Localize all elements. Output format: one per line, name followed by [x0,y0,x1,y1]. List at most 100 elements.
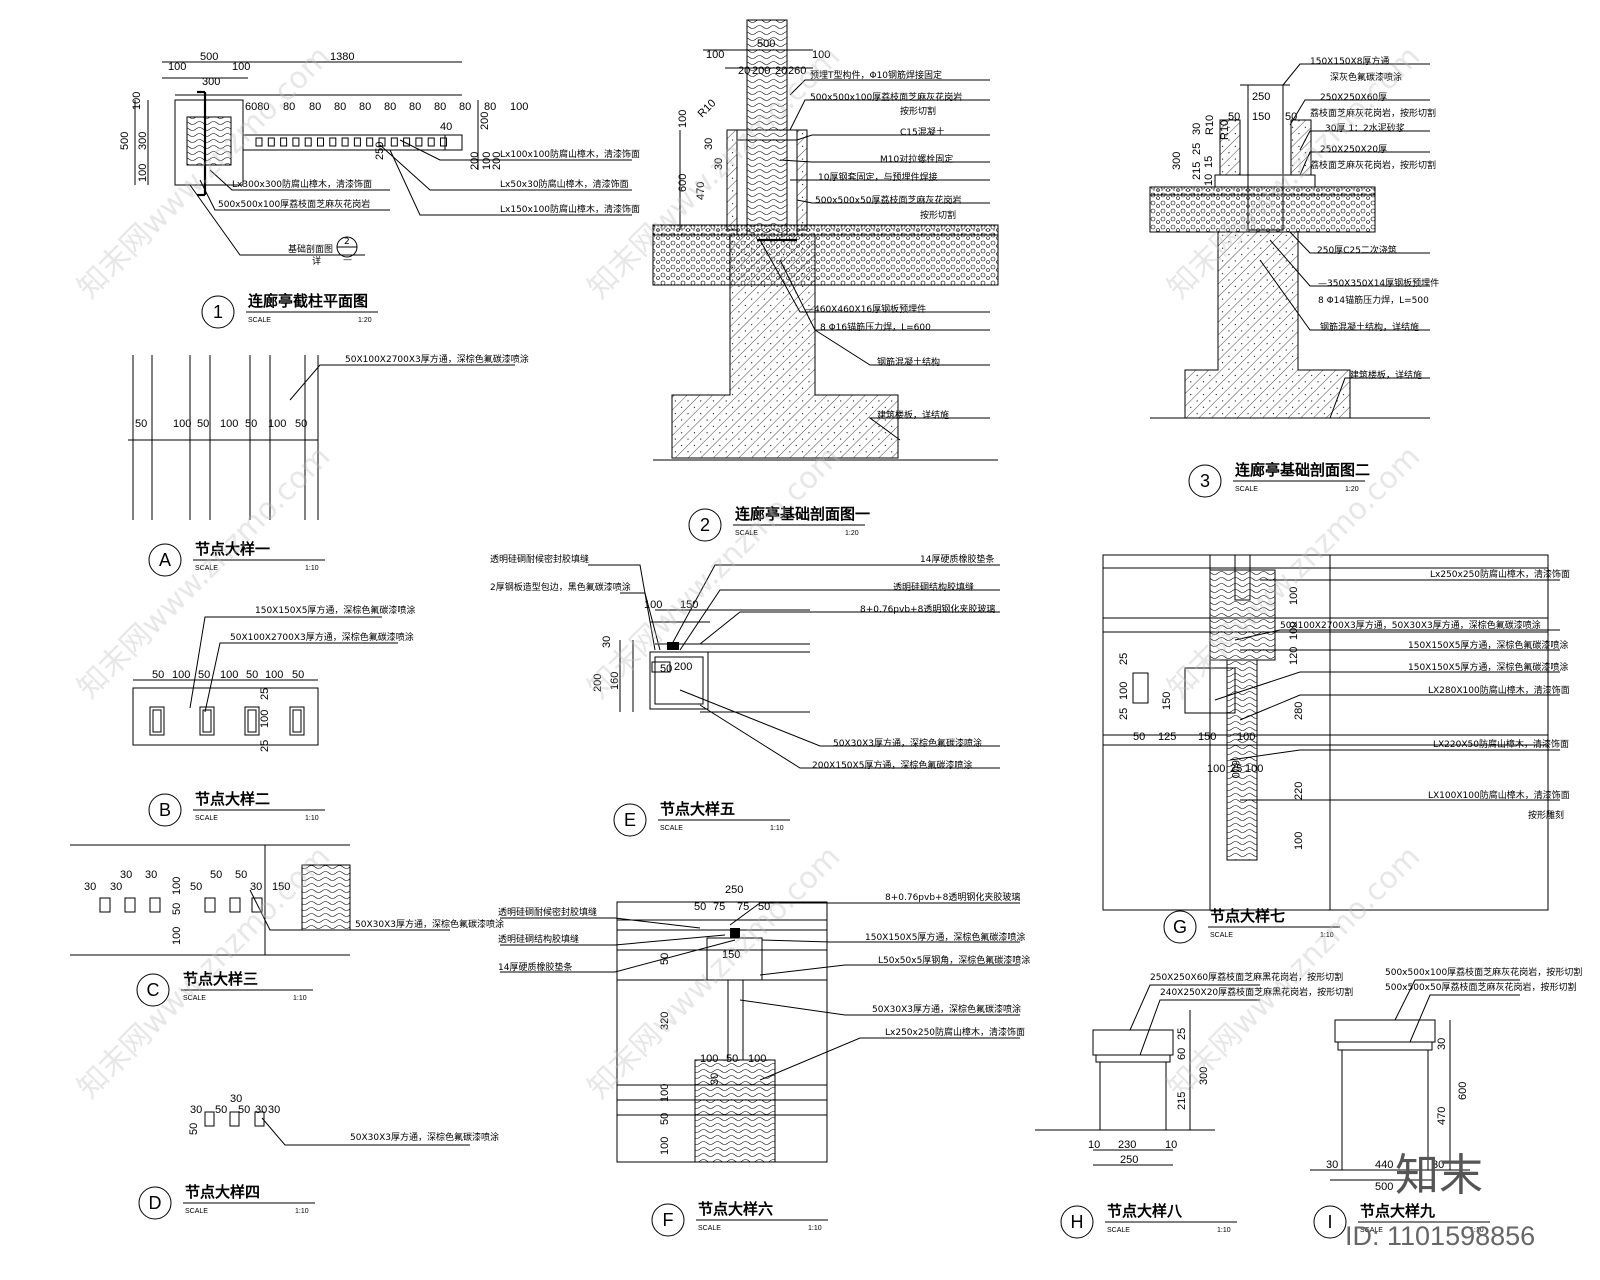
ve-scale: 1:10 [770,825,784,832]
v1-member [390,137,398,147]
ve-dim-2: 30 [601,636,613,648]
vi-dim-0: 30 [1326,1159,1338,1171]
watermark-text: 知末网www.znzmo.com [71,439,337,705]
vg-dim-10: 100 [1245,763,1263,775]
vf-dim-8: 100 [700,1053,718,1065]
vg-dim-15: 220 [1293,782,1305,800]
vc-dim-9: 50 [171,903,183,915]
vc-dim-4: 50 [210,869,222,881]
v2-tag: 2 [700,515,710,535]
vb-scale-label: SCALE [195,815,218,822]
vd-dim-1: 50 [215,1104,227,1116]
v1-note-6: 2 [344,237,350,247]
vg-dim-3: 25 [1118,708,1130,720]
v1-dim-40: 40 [440,121,452,133]
vh-scale-label: SCALE [1107,1227,1130,1234]
v1-dim-80-2: 80 [309,101,321,113]
vg-dim-6: 150 [1198,731,1216,743]
v2-scale: 1:20 [845,530,859,537]
va-title: 节点大样一 [195,540,270,558]
v3-dim-250: 250 [1252,91,1270,103]
view-c-detail: 30 30 30 30 50 50 50 30 100 50 100 150 5… [70,844,504,956]
vf-scale: 1:10 [808,1225,822,1232]
v1-member [255,137,263,147]
vd-dim-5: 30 [268,1104,280,1116]
vd-title: 节点大样四 [185,1183,260,1201]
vg-scale: 1:10 [1320,932,1334,939]
v1-note-8: — [343,255,352,265]
vi-dim-4: 30 [1436,1038,1448,1050]
vh-note-1: 240X250X20厚荔枝面芝麻黑花岗岩，按形切割 [1160,986,1353,998]
vf-note-7: Lx250x250防腐山樟木，清漆饰面 [885,1026,1025,1038]
vb-note-0: 150X150X5厚方通，深棕色氟碳漆喷涂 [255,604,415,616]
v1-dim-6080: 6080 [245,101,269,113]
vc-dim-11: 150 [272,881,290,893]
vc-dim-10: 100 [171,927,183,945]
vb-tag: B [159,800,171,820]
v3-dim-50a: 50 [1228,111,1240,123]
vb-tube [199,706,215,736]
v1-dim-200-right: 200 [479,112,491,130]
vf-note-5: L50x50x5厚钢角，深棕色氟碳漆喷涂 [878,954,1030,966]
vb-dim-5: 100 [265,669,283,681]
vb-dim-8: 100 [259,710,271,728]
vc-dim-1: 30 [120,869,132,881]
vf-title-circle [651,1203,685,1237]
v1-dim-300: 300 [202,76,220,88]
v2-dim-30a: 30 [703,138,715,150]
v2-note-9: 8 Φ16锚筋压力焊，L=600 [820,321,931,333]
watermark-text: 知末网www.znzmo.com [581,439,847,705]
vh-dim-2: 10 [1165,1139,1177,1151]
v3-note-4: 30厚 1：2水泥砂浆 [1325,122,1405,134]
ve-title: 节点大样五 [660,800,735,818]
vc-tube [124,897,136,913]
vd-note-0: 50X30X3厚方通，深棕色氟碳漆喷涂 [350,1131,499,1143]
v2-note-6: 500x500x50厚荔枝面芝麻灰花岗岩 [815,194,961,206]
vf-dim-12: 100 [659,1084,671,1102]
v1-member [427,137,435,147]
v1-note-0: Lx100x100防腐山樟木，清漆饰面 [500,148,640,160]
v3-dim-r10a: R10 [1204,115,1216,135]
vf-dim-4: 50 [758,901,770,913]
v3-dim-50b: 50 [1285,111,1297,123]
vh-title: 节点大样八 [1107,1202,1183,1220]
vf-dim-3: 75 [737,901,749,913]
v3-note-11: 建筑楼板，详结施 [1350,369,1422,381]
v3-note-0: 150X150X8厚方通 [1310,55,1389,67]
v3-dim-150: 150 [1252,111,1270,123]
v1-note-1: Lx50x30防腐山樟木，清漆饰面 [500,178,629,190]
v1-title-circle [201,295,235,329]
vh-dim-3: 250 [1120,1154,1138,1166]
vi-dim-3: 500 [1375,1181,1393,1193]
v1-dim-100c: 100 [510,101,528,113]
vf-dim-9: 50 [726,1053,738,1065]
va-dim-5: 100 [268,418,286,430]
v3-note-8: —350X350X14厚钢板预埋件 [1318,277,1439,289]
vb-dim-1: 100 [172,669,190,681]
v1-member [378,137,386,147]
vi-dim-5: 470 [1436,1107,1448,1125]
vg-note-3: 150X150X5厚方通，深棕色氟碳漆喷涂 [1408,661,1568,673]
vc-dim-0: 30 [84,881,96,893]
vc-tube [204,897,216,913]
v1-dim-100e: 100 [481,152,493,170]
vg-dim-5: 125 [1158,731,1176,743]
vh-dim-4: 25 [1176,1028,1188,1040]
vd-tube [229,1111,240,1127]
v1-dim-80-4: 80 [359,101,371,113]
vd-dim-0: 30 [190,1104,202,1116]
vh-scale: 1:10 [1217,1227,1231,1234]
vg-title: 节点大样七 [1210,907,1285,925]
v1-member [415,137,423,147]
v2-dim-100a: 100 [706,49,724,61]
vg-dim-4: 50 [1133,731,1145,743]
va-dim-3: 100 [220,418,238,430]
v1-member [366,137,374,147]
vf-dim-7: 320 [659,1012,671,1030]
v1-member [280,137,288,147]
v3-note-2: 250X250X60厚 [1320,92,1387,103]
vc-scale-label: SCALE [183,995,206,1002]
v2-dim-600: 600 [677,174,689,192]
